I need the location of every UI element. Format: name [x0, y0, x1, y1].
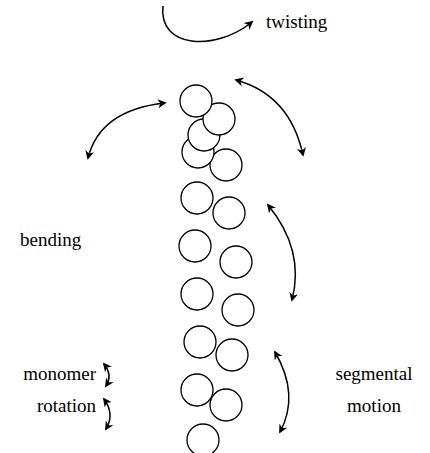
motion-label: monomer rotation — [8, 358, 96, 422]
motion-arrows — [88, 6, 303, 432]
monomer-circles — [179, 85, 254, 453]
motion-label: segmental motion — [322, 358, 426, 422]
motion-label: bending — [20, 224, 120, 256]
motion-label: twisting — [266, 6, 376, 38]
